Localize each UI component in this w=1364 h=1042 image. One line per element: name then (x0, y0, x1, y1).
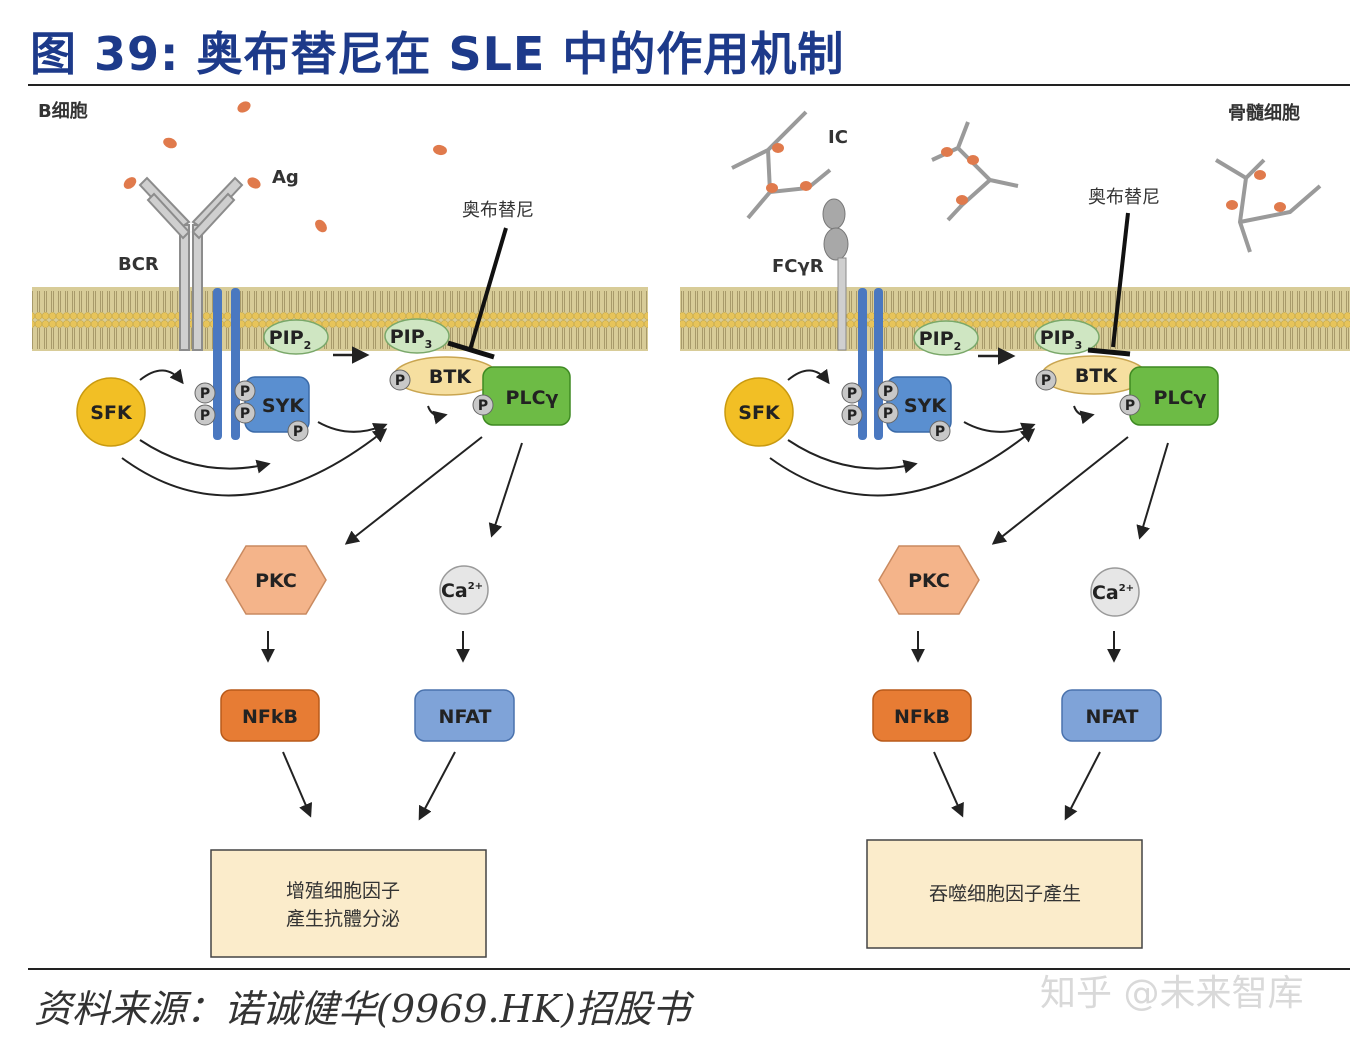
right-outcome-box (866, 839, 1143, 949)
left-outcome-box (210, 849, 487, 958)
phospho-label: P (478, 398, 488, 414)
right-activation-arrows (769, 368, 1095, 497)
fcgr-receptor (822, 198, 849, 351)
right-downstream-arrows (911, 436, 1169, 821)
right-outcome-line-1: 吞噬细胞因子產生 (929, 883, 1081, 905)
source-note: 资料来源：诺诚健华(9969.HK)招股书 (34, 987, 690, 1031)
nfkb-node (220, 689, 320, 742)
ca-label: Ca2+ (1092, 582, 1134, 604)
pkc-label: PKC (255, 570, 297, 592)
left-downstream-arrows (261, 436, 523, 821)
nfat-label: NFAT (1086, 706, 1139, 728)
right-drug-label: 奥布替尼 (1088, 187, 1160, 208)
right-inhibition-line (1111, 212, 1130, 348)
pkc-label: PKC (908, 570, 950, 592)
plcg-label: PLCγ (1154, 387, 1207, 409)
phospho-label: P (1041, 373, 1051, 389)
fcgr-label: FCγR (772, 256, 824, 277)
phospho-label: P (293, 424, 303, 440)
sfk-label: SFK (738, 402, 781, 424)
phospho-label: P (847, 386, 857, 402)
btk-label: BTK (1075, 365, 1118, 387)
nfat-label: NFAT (439, 706, 492, 728)
nfat-node (1061, 689, 1162, 742)
phospho-group-right: P P P P P (841, 380, 951, 442)
ca-node (439, 565, 489, 615)
phospho-label: P (1125, 398, 1135, 414)
left-outcome-line-1: 增殖细胞因子 (286, 880, 400, 902)
pkc-node (878, 545, 980, 615)
sfk-label: SFK (90, 402, 133, 424)
pkc-node (225, 545, 327, 615)
pip2-label: PIP2 (269, 327, 312, 352)
sfk-node (76, 377, 146, 447)
left-inhibition-bar (447, 340, 495, 360)
cd79-bar-1 (213, 288, 222, 440)
pip2-node (263, 319, 329, 355)
left-activation-arrows (121, 368, 448, 497)
phospho-label: P (847, 408, 857, 424)
title-rule (28, 84, 1350, 86)
bcr-receptor (138, 176, 244, 351)
left-panel: B细胞 Ag BCR SFK (32, 100, 648, 958)
figure-title: 图 39: 奥布替尼在 SLE 中的作用机制 (30, 27, 845, 81)
phospho-label: P (883, 384, 893, 400)
left-outcome-line-2: 產生抗體分泌 (286, 908, 400, 930)
watermark: 知乎 @未来智库 (1040, 973, 1304, 1014)
phospho-label: P (200, 386, 210, 402)
source-rule (28, 968, 1350, 970)
ic-antigens (766, 143, 1286, 212)
pip2-label: PIP2 (919, 328, 962, 353)
right-cell-label: 骨髓细胞 (1228, 102, 1300, 124)
ca-node (1090, 567, 1140, 617)
btk-label: BTK (429, 366, 472, 388)
syk-label: SYK (904, 395, 947, 417)
phospho-label: P (395, 373, 405, 389)
fcr-bar-1 (858, 288, 867, 440)
pip3-label: PIP3 (1040, 327, 1083, 352)
pip3-label: PIP3 (390, 326, 433, 351)
right-panel: 骨髓细胞 IC FCγR (680, 102, 1350, 949)
sfk-node (724, 377, 794, 447)
pip3-node (384, 318, 450, 354)
ic-label: IC (828, 127, 848, 148)
phospho-group-left: P P P P P (194, 380, 309, 442)
syk-label: SYK (262, 395, 305, 417)
ca-label: Ca2+ (441, 580, 483, 602)
phospho-label: P (935, 424, 945, 440)
plcg-label: PLCγ (506, 387, 559, 409)
phospho-label: P (883, 406, 893, 422)
immune-complexes (731, 110, 1322, 253)
nfkb-node (872, 689, 972, 742)
phospho-label: P (200, 408, 210, 424)
pip3-node (1034, 319, 1100, 355)
left-inhibition-line (468, 227, 508, 351)
cd79-bar-2 (231, 288, 240, 440)
phospho-label: P (240, 406, 250, 422)
nfkb-label: NFkB (242, 706, 298, 728)
fcr-bar-2 (874, 288, 883, 440)
bcr-label: BCR (118, 254, 159, 275)
antigen-particles (123, 101, 447, 233)
nfat-node (414, 689, 515, 742)
nfkb-label: NFkB (894, 706, 950, 728)
right-inhibition-bar (1087, 347, 1131, 357)
antigen-label: Ag (272, 167, 299, 188)
left-cell-label: B细胞 (38, 100, 88, 122)
left-drug-label: 奥布替尼 (462, 200, 534, 221)
pip2-node (913, 320, 979, 356)
phospho-label: P (240, 384, 250, 400)
